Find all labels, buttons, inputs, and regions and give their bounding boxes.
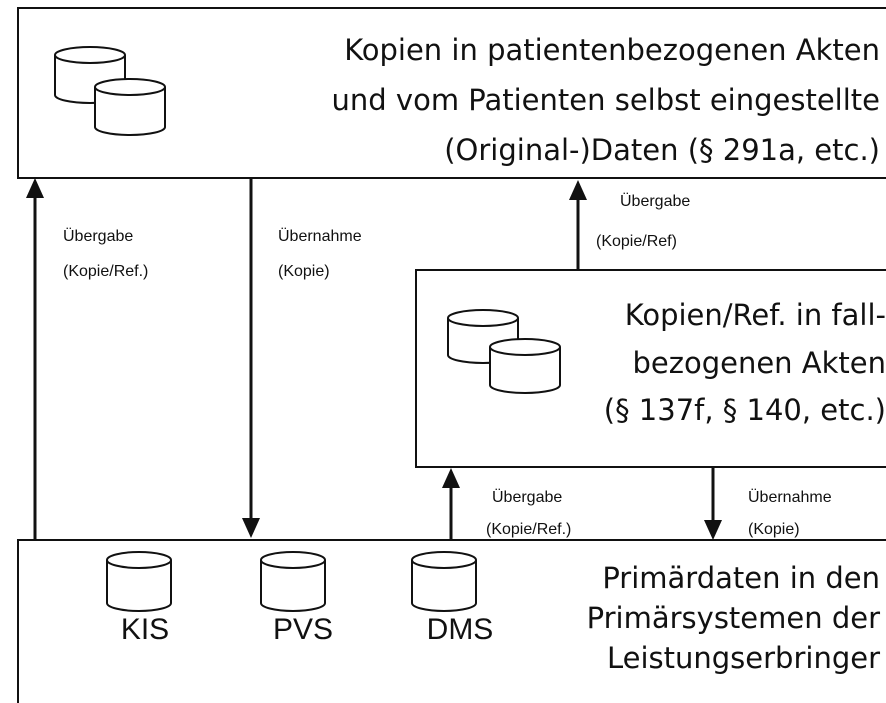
top-box-line-3: (Original-)Daten (§ 291a, etc.) [444, 133, 880, 167]
arrow-label: (Kopie/Ref.) [63, 263, 148, 280]
arrow-right-up-bottom: Übergabe (Kopie/Ref.) [442, 468, 571, 540]
arrow-label: Übergabe [63, 227, 133, 245]
arrow-label: Übergabe [620, 192, 690, 210]
arrow-label: Übergabe [492, 488, 562, 506]
system-label-pvs: PVS [273, 613, 333, 646]
middle-box-line-2: bezogenen Akten [632, 346, 886, 380]
database-icon-dms [411, 551, 477, 612]
top-box-line-2: und vom Patienten selbst eingestellte [332, 83, 880, 117]
top-box: Kopien in patientenbezogenen Akten und v… [17, 7, 886, 179]
middle-box: Kopien/Ref. in fall- bezogenen Akten (§ … [415, 269, 886, 468]
arrow-right-up-top: Übergabe (Kopie/Ref) [569, 180, 690, 270]
arrow-label: (Kopie) [278, 263, 330, 280]
arrow-center-down: Übernahme (Kopie) [242, 178, 362, 538]
arrow-right-down: Übernahme (Kopie) [704, 467, 832, 540]
database-icon [94, 78, 166, 136]
bottom-box: KIS PVS DMS Primärdaten in den Primärsys… [17, 539, 886, 703]
database-icon [489, 338, 561, 394]
database-icon-pvs [260, 551, 326, 612]
middle-box-line-3: (§ 137f, § 140, etc.) [604, 393, 886, 427]
top-box-line-1: Kopien in patientenbezogenen Akten [344, 33, 880, 67]
middle-box-line-1: Kopien/Ref. in fall- [625, 298, 886, 332]
system-label-kis: KIS [121, 613, 169, 646]
arrow-label: Übernahme [748, 488, 832, 506]
arrow-label: (Kopie/Ref) [596, 233, 677, 250]
arrow-label: (Kopie/Ref.) [486, 521, 571, 538]
bottom-box-line-1: Primärdaten in den [602, 561, 880, 595]
arrow-left-up: Übergabe (Kopie/Ref.) [26, 178, 148, 540]
database-icon-kis [106, 551, 172, 612]
arrow-label: Übernahme [278, 227, 362, 245]
system-label-dms: DMS [427, 613, 494, 646]
arrow-label: (Kopie) [748, 521, 800, 538]
bottom-box-line-3: Leistungserbringer [607, 641, 880, 675]
bottom-box-line-2: Primärsystemen der [587, 601, 880, 635]
